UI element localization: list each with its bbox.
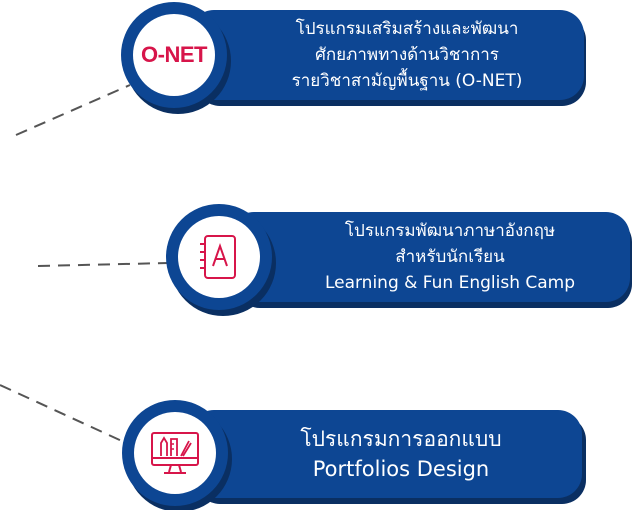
program-portfolio-line-1: โปรแกรมการออกแบบ bbox=[300, 427, 502, 451]
onet-logo: O-NET bbox=[141, 42, 207, 67]
monitor-design-icon bbox=[151, 432, 199, 474]
program-english-badge bbox=[178, 216, 260, 298]
program-portfolio-badge bbox=[134, 412, 216, 494]
connector-line-english bbox=[37, 262, 169, 267]
notebook-letter-a-icon bbox=[200, 235, 236, 279]
program-onet-badge: O-NET bbox=[133, 14, 215, 96]
program-portfolio-pill: โปรแกรมการออกแบบ Portfolios Design bbox=[190, 410, 582, 498]
program-portfolio-line-2: Portfolios Design bbox=[312, 457, 490, 481]
program-english-line-1: โปรแกรมพัฒนาภาษาอังกฤษ bbox=[344, 221, 556, 241]
program-onet-line-2: ศักยภาพทางด้านวิชาการ bbox=[315, 45, 499, 65]
program-onet-line-3: รายวิชาสามัญพื้นฐาน (O-NET) bbox=[291, 71, 523, 91]
connector-line-onet bbox=[15, 84, 131, 136]
connector-line-portfolio bbox=[0, 384, 125, 443]
program-english-line-3: Learning & Fun English Camp bbox=[324, 273, 576, 293]
program-english-line-2: สำหรับนักเรียน bbox=[395, 247, 505, 267]
program-onet-pill: โปรแกรมเสริมสร้างและพัฒนา ศักยภาพทางด้าน… bbox=[190, 10, 584, 100]
program-english-pill: โปรแกรมพัฒนาภาษาอังกฤษ สำหรับนักเรียน Le… bbox=[230, 212, 630, 302]
program-onet-line-1: โปรแกรมเสริมสร้างและพัฒนา bbox=[295, 19, 519, 39]
